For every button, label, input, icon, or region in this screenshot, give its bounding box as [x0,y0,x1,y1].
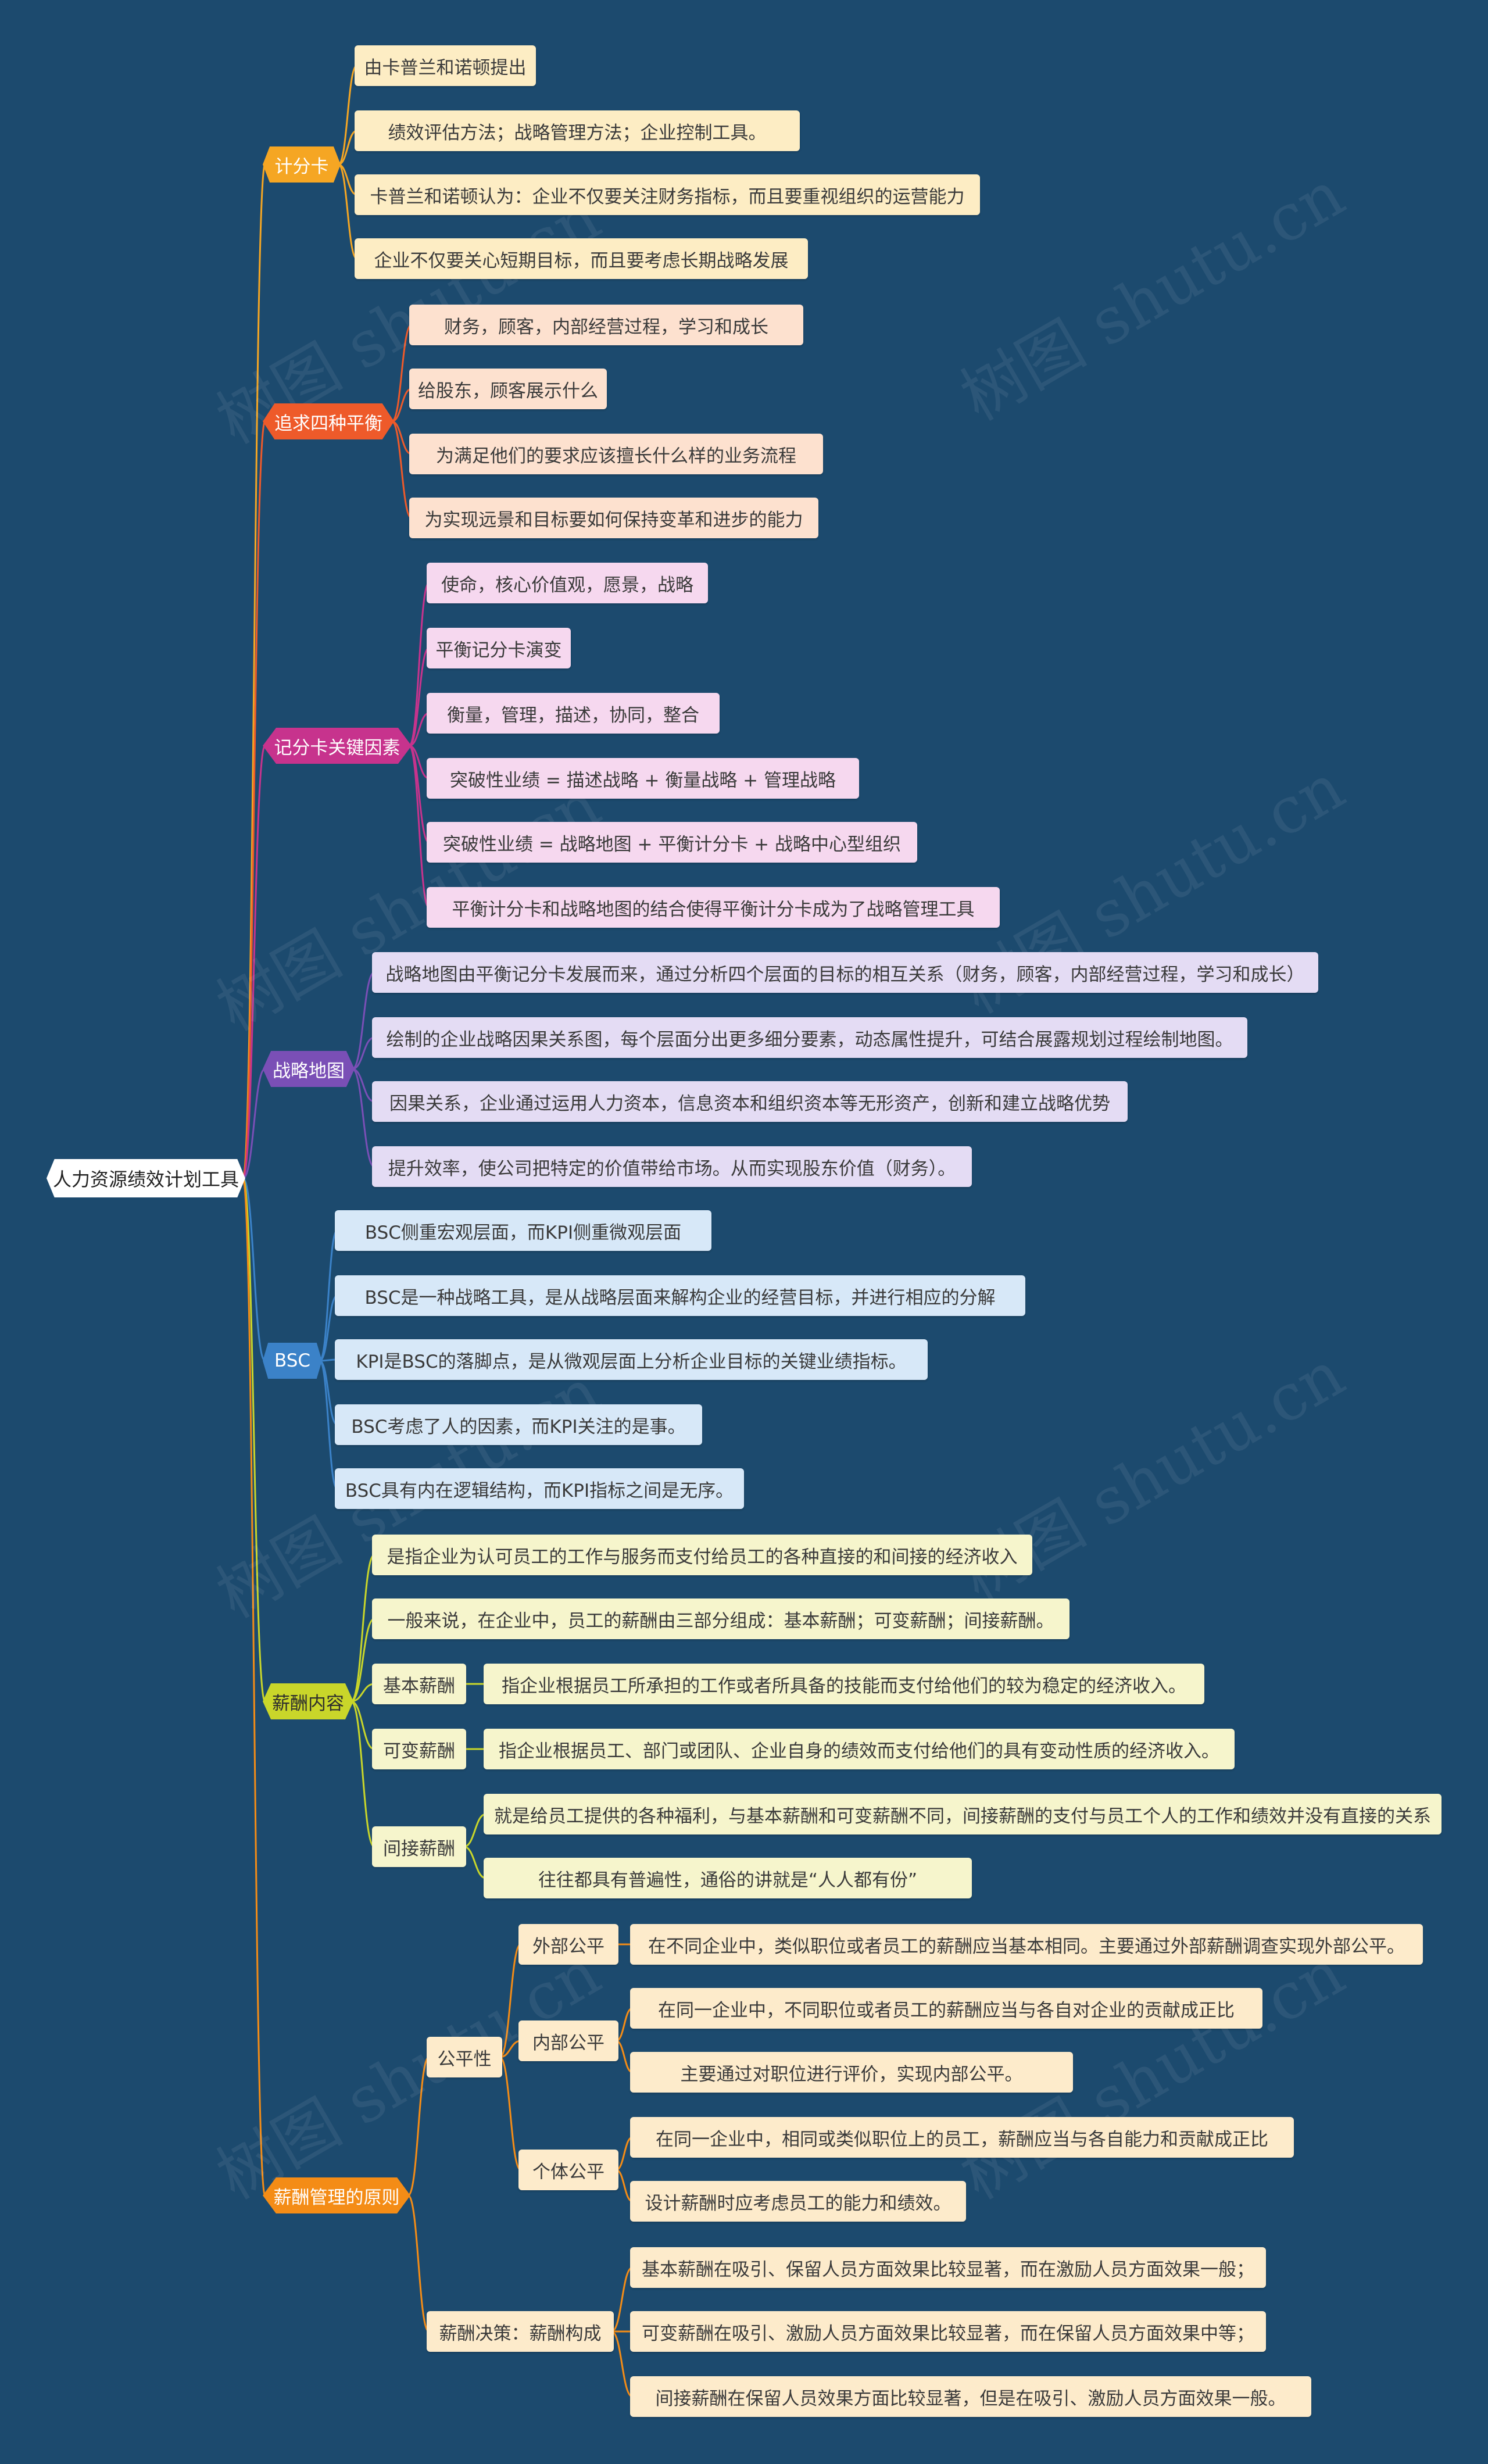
leaf-topic[interactable]: BSC是一种战略工具，是从战略层面来解构企业的经营目标，并进行相应的分解 [335,1275,1025,1316]
connector-line [391,388,412,423]
branch-bsc[interactable]: BSC [263,1343,322,1379]
sub-topic[interactable]: 内部公平 [518,2020,618,2061]
connector-line [338,163,357,260]
connector-line [499,2040,521,2058]
leaf-topic[interactable]: 给股东，顾客展示什么 [409,369,607,409]
leaf-topic[interactable]: 绘制的企业战略因果关系图，每个层面分出更多细分要素，动态属性提升，可结合展露规划… [372,1017,1247,1058]
root-topic[interactable]: 人力资源绩效计划工具 [46,1159,245,1197]
leaf-topic[interactable]: 可变薪酬在吸引、激励人员方面效果比较显著，而在保留人员方面效果中等； [630,2311,1266,2352]
leaf-topic[interactable]: 往往都具有普遍性，通俗的讲就是“人人都有份” [484,1858,972,1898]
connector-line [319,1360,338,1490]
connector-line [338,163,357,196]
leaf-topic[interactable]: 主要通过对职位进行评价，实现内部公平。 [630,2052,1073,2093]
leaf-topic[interactable]: KPI是BSC的落脚点，是从微观层面上分析企业目标的关键业绩指标。 [335,1339,928,1380]
branch-pay-content[interactable]: 薪酬内容 [263,1683,353,1719]
leaf-topic[interactable]: BSC具有内在逻辑结构，而KPI指标之间是无序。 [335,1468,744,1509]
connector-line [408,745,430,909]
connector-line [242,420,266,1179]
sub-topic[interactable]: 基本薪酬 [372,1664,466,1704]
connector-line [319,1294,338,1362]
connector-line [350,1700,375,1750]
leaf-topic[interactable]: 突破性业绩 = 描述战略 + 衡量战略 + 管理战略 [427,758,859,799]
connector-line [338,65,357,166]
connector-line [242,1177,266,2197]
leaf-topic[interactable]: 突破性业绩 = 战略地图 + 平衡计分卡 + 战略中心型组织 [427,822,917,863]
sub-topic[interactable]: 公平性 [427,2037,502,2077]
connector-line [319,1229,338,1362]
connector-line [499,2056,521,2171]
leaf-topic[interactable]: 在同一企业中，相同或类似职位上的员工，薪酬应当与各自能力和贡献成正比 [630,2117,1294,2158]
connector-line [409,745,430,779]
leaf-topic[interactable]: 设计薪酬时应考虑员工的能力和绩效。 [630,2181,966,2222]
connector-line [352,1036,375,1070]
connector-line [350,1700,375,1848]
connector-line [391,420,412,455]
leaf-topic[interactable]: 战略地图由平衡记分卡发展而来，通过分析四个层面的目标的相互关系（财务，顾客，内部… [372,952,1318,993]
connector-line [242,1177,266,1703]
leaf-topic[interactable]: 绩效评估方法；战略管理方法；企业控制工具。 [355,110,800,151]
connector-line [350,1618,375,1703]
branch-key-factors[interactable]: 记分卡关键因素 [263,728,412,764]
leaf-topic[interactable]: 是指企业为认可员工的工作与服务而支付给员工的各种直接的和间接的经济收入 [372,1535,1032,1575]
leaf-topic[interactable]: 提升效率，使公司把特定的价值带给市场。从而实现股东价值（财务）。 [372,1146,972,1187]
connector-line [350,1683,375,1703]
sub-topic[interactable]: 可变薪酬 [372,1729,466,1769]
leaf-topic[interactable]: 由卡普兰和诺顿提出 [355,45,536,86]
connector-line [611,2266,633,2333]
connector-line [463,1846,487,1879]
leaf-topic[interactable]: 在同一企业中，不同职位或者员工的薪酬应当与各自对企业的贡献成正比 [630,1988,1262,2029]
leaf-topic[interactable]: 财务，顾客，内部经营过程，学习和成长 [409,305,803,345]
connector-line [338,130,357,166]
connector-line [407,2194,430,2333]
sub-topic[interactable]: 间接薪酬 [372,1826,466,1867]
branch-strategy-map[interactable]: 战略地图 [263,1051,355,1087]
leaf-topic[interactable]: 指企业根据员工、部门或团队、企业自身的绩效而支付给他们的具有变动性质的经济收入。 [484,1729,1235,1769]
leaf-topic[interactable]: 企业不仅要关心短期目标，而且要考虑长期战略发展 [355,238,808,279]
leaf-topic[interactable]: 平衡计分卡和战略地图的结合使得平衡计分卡成为了战略管理工具 [427,887,1000,928]
leaf-topic[interactable]: 为满足他们的要求应该擅长什么样的业务流程 [409,434,823,474]
connector-line [407,2056,430,2197]
leaf-topic[interactable]: 间接薪酬在保留人员效果方面比较显著，但是在吸引、激励人员方面效果一般。 [630,2376,1311,2417]
connector-line [408,582,430,747]
connector-line [352,1068,375,1103]
connector-line [391,324,412,423]
leaf-topic[interactable]: 衡量，管理，描述，协同，整合 [427,693,720,734]
connector-line [409,647,430,747]
connector-line [463,1813,487,1848]
leaf-topic[interactable]: 使命，核心价值观，愿景，战略 [427,563,708,603]
leaf-topic[interactable]: 卡普兰和诺顿认为：企业不仅要关注财务指标，而且要重视组织的运营能力 [355,174,980,215]
branch-pay-principles[interactable]: 薪酬管理的原则 [263,2177,410,2213]
connector-line [242,1068,266,1179]
connector-line [352,1068,375,1168]
sub-topic[interactable]: 薪酬决策：薪酬构成 [427,2311,614,2352]
connector-line [499,1943,521,2058]
leaf-topic[interactable]: BSC侧重宏观层面，而KPI侧重微观层面 [335,1210,711,1251]
leaf-topic[interactable]: 基本薪酬在吸引、保留人员方面效果比较显著，而在激励人员方面效果一般； [630,2247,1266,2288]
leaf-topic[interactable]: 就是给员工提供的各种福利，与基本薪酬和可变薪酬不同，间接薪酬的支付与员工个人的工… [484,1794,1442,1834]
leaf-topic[interactable]: BSC考虑了人的因素，而KPI关注的是事。 [335,1404,702,1445]
connector-line [409,712,430,747]
leaf-topic[interactable]: 一般来说，在企业中，员工的薪酬由三部分组成：基本薪酬；可变薪酬；间接薪酬。 [372,1598,1070,1639]
leaf-topic[interactable]: 因果关系，企业通过运用人力资本，信息资本和组织资本等无形资产，创新和建立战略优势 [372,1081,1128,1122]
branch-four-balances[interactable]: 追求四种平衡 [263,403,394,439]
connector-line [242,745,266,1179]
connector-line [391,420,412,519]
connector-line [352,971,375,1070]
leaf-topic[interactable]: 指企业根据员工所承担的工作或者所具备的技能而支付给他们的较为稳定的经济收入。 [484,1664,1204,1704]
connector-line [242,163,266,1179]
sub-topic[interactable]: 个体公平 [518,2150,618,2190]
branch-scorecard[interactable]: 计分卡 [263,146,341,183]
leaf-topic[interactable]: 平衡记分卡演变 [427,628,571,668]
sub-topic[interactable]: 外部公平 [518,1924,618,1965]
connector-line [350,1554,375,1703]
connector-line [242,1177,266,1362]
connector-line [611,2330,633,2398]
leaf-topic[interactable]: 为实现远景和目标要如何保持变革和进步的能力 [409,498,818,538]
leaf-topic[interactable]: 在不同企业中，类似职位或者员工的薪酬应当基本相同。主要通过外部薪酬调查实现外部公… [630,1924,1423,1965]
